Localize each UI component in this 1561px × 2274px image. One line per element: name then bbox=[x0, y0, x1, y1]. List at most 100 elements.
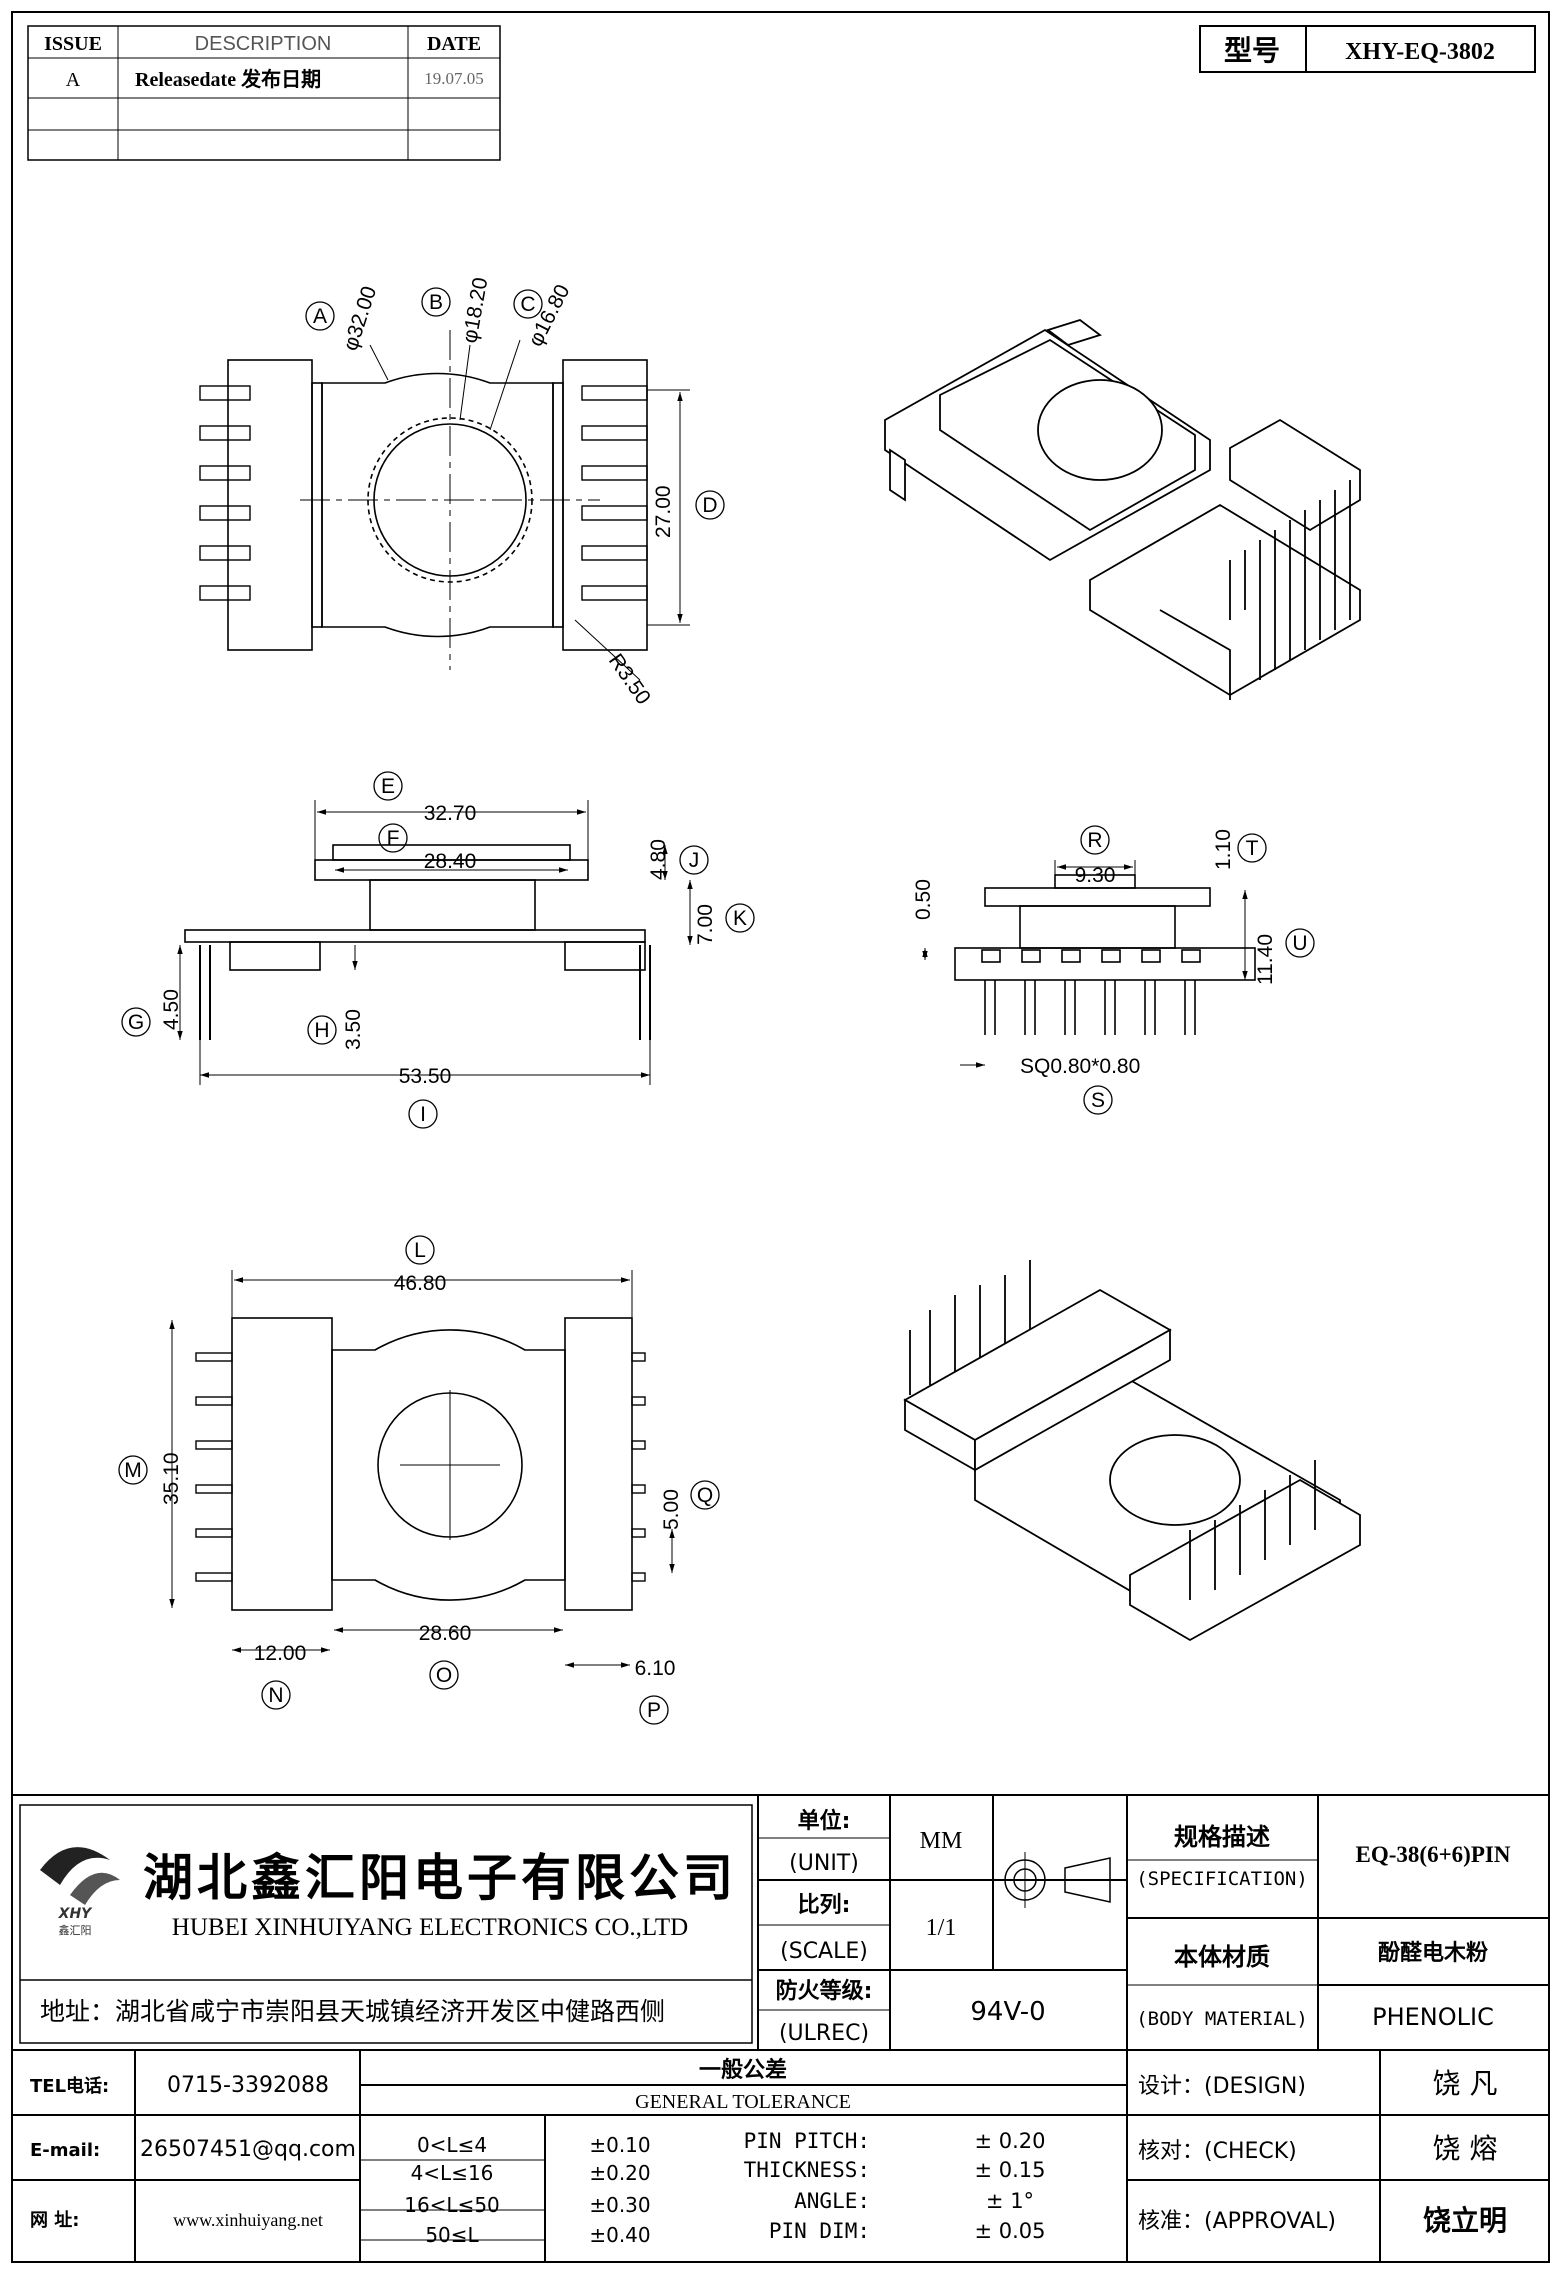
callout-c: C bbox=[520, 293, 535, 316]
logo-sub: 鑫汇阳 bbox=[59, 1923, 92, 1937]
scale-value: 1/1 bbox=[926, 1915, 957, 1941]
callout-k: K bbox=[733, 907, 747, 930]
model-value: XHY-EQ-3802 bbox=[1345, 39, 1495, 65]
tol-range-2: 4<L≤16 bbox=[411, 2161, 494, 2185]
tol-value-3: ±0.30 bbox=[589, 2193, 650, 2217]
scale-en: (SCALE) bbox=[780, 1939, 868, 1964]
material-value-en: PHENOLIC bbox=[1372, 2003, 1494, 2031]
tolerance-title-cn: 一般公差 bbox=[699, 2057, 787, 2083]
tol-value-1: ±0.10 bbox=[589, 2133, 650, 2157]
dim-k: 7.00 bbox=[694, 904, 717, 945]
dim-l: 46.80 bbox=[394, 1272, 447, 1295]
company-name-en: HUBEI XINHUIYANG ELECTRONICS CO.,LTD bbox=[172, 1914, 688, 1941]
revision-table: ISSUE DESCRIPTION DATE A Releasedate 发布日… bbox=[27, 25, 501, 161]
callout-u: U bbox=[1292, 932, 1307, 955]
scale-cn: 比列: bbox=[798, 1893, 851, 1918]
iso-view-top bbox=[884, 319, 1361, 700]
design-label: 设计：(DESIGN) bbox=[1138, 2074, 1306, 2099]
tol-range-4: 50≤L bbox=[425, 2223, 479, 2247]
side-view bbox=[922, 860, 1256, 1068]
email-value: 26507451@qq.com bbox=[140, 2137, 356, 2162]
rev-header-issue: ISSUE bbox=[44, 33, 102, 55]
tolerance-title-en: GENERAL TOLERANCE bbox=[635, 2091, 851, 2113]
ulrec-en: (ULREC) bbox=[779, 2021, 869, 2046]
callout-m: M bbox=[124, 1459, 142, 1482]
title-block-text: 湖北鑫汇阳电子有限公司 HUBEI XINHUIYANG ELECTRONICS… bbox=[30, 1808, 1511, 2247]
dim-a: φ32.00 bbox=[339, 284, 381, 354]
tel-label: TEL电话: bbox=[30, 2075, 109, 2097]
tol-item-label-1: PIN PITCH: bbox=[744, 2129, 870, 2153]
dim-o: 28.60 bbox=[419, 1622, 472, 1645]
tol-item-label-3: ANGLE: bbox=[794, 2189, 870, 2213]
spec-en: (SPECIFICATION) bbox=[1136, 1868, 1308, 1890]
spec-cn: 规格描述 bbox=[1174, 1823, 1270, 1851]
tol-value-4: ±0.40 bbox=[589, 2223, 650, 2247]
tol-value-2: ±0.20 bbox=[589, 2161, 650, 2185]
rev-header-description: DESCRIPTION bbox=[195, 33, 332, 55]
approval-value: 饶立明 bbox=[1423, 2204, 1507, 2237]
model-label: 型号 bbox=[1224, 34, 1280, 67]
tol-item-label-4: PIN DIM: bbox=[769, 2219, 870, 2243]
projection-symbol bbox=[995, 1852, 1111, 1908]
callout-a: A bbox=[313, 305, 327, 328]
dim-f: 28.40 bbox=[424, 850, 477, 873]
callout-o: O bbox=[436, 1664, 452, 1687]
callout-r: R bbox=[1087, 829, 1102, 852]
top-view bbox=[199, 330, 690, 681]
dim-r2: 9.30 bbox=[1075, 864, 1116, 887]
callout-n: N bbox=[268, 1684, 283, 1707]
front-view-labels: 32.70 28.40 4.50 3.50 53.50 4.80 7.00 E … bbox=[121, 771, 755, 1129]
ulrec-value: 94V-0 bbox=[970, 1997, 1045, 2027]
title-block bbox=[12, 1794, 1549, 2262]
callout-s: S bbox=[1091, 1089, 1105, 1112]
approval-label: 核准：(APPROVAL) bbox=[1138, 2209, 1336, 2234]
side-view-labels: 9.30 1.10 11.40 0.50 SQ0.80*0.80 R S T U bbox=[912, 825, 1315, 1115]
spec-value: EQ-38(6+6)PIN bbox=[1356, 1842, 1511, 1867]
check-value: 饶 熔 bbox=[1433, 2132, 1498, 2165]
dim-e: 32.70 bbox=[424, 802, 477, 825]
dim-d: 27.00 bbox=[652, 485, 675, 538]
tol-range-1: 0<L≤4 bbox=[417, 2133, 487, 2157]
bottom-view bbox=[169, 1270, 675, 1668]
unit-value: MM bbox=[920, 1828, 963, 1854]
material-en: (BODY MATERIAL) bbox=[1136, 2008, 1308, 2030]
email-label: E-mail: bbox=[30, 2140, 100, 2161]
callout-p: P bbox=[647, 1699, 661, 1722]
material-value-cn: 酚醛电木粉 bbox=[1378, 1941, 1488, 1966]
dim-s: SQ0.80*0.80 bbox=[1020, 1055, 1140, 1078]
tol-item-value-2: ± 0.15 bbox=[974, 2158, 1045, 2182]
company-name-cn: 湖北鑫汇阳电子有限公司 bbox=[143, 1850, 737, 1906]
rev-row-description: Releasedate 发布日期 bbox=[135, 67, 321, 91]
tol-range-3: 16<L≤50 bbox=[404, 2193, 500, 2217]
model-box: 型号 XHY-EQ-3802 bbox=[1199, 25, 1536, 73]
callout-f: F bbox=[387, 827, 400, 850]
rev-row-issue: A bbox=[66, 69, 81, 91]
company-logo: XHY 鑫汇阳 bbox=[40, 1847, 120, 1937]
logo-text: XHY bbox=[58, 1906, 94, 1922]
dim-m: 35.10 bbox=[160, 1452, 183, 1505]
dim-n: 12.00 bbox=[254, 1642, 307, 1665]
web-label: 网 址: bbox=[30, 2210, 79, 2231]
callout-l: L bbox=[414, 1239, 426, 1262]
rev-header-date: DATE bbox=[427, 33, 481, 55]
web-value: www.xinhuiyang.net bbox=[173, 2210, 323, 2230]
iso-view-bottom bbox=[903, 1260, 1361, 1642]
rev-row-date: 19.07.05 bbox=[424, 69, 484, 88]
dim-t: 1.10 bbox=[1212, 829, 1235, 870]
callout-g: G bbox=[128, 1011, 144, 1034]
tol-item-value-4: ± 0.05 bbox=[974, 2219, 1045, 2243]
dim-j: 4.80 bbox=[647, 839, 670, 880]
tol-item-value-1: ± 0.20 bbox=[974, 2129, 1045, 2153]
callout-j: J bbox=[689, 849, 700, 872]
tel-value: 0715-3392088 bbox=[167, 2073, 329, 2098]
tol-item-value-3: ± 1° bbox=[986, 2189, 1034, 2213]
callout-q: Q bbox=[697, 1484, 713, 1507]
dim-r: R3.50 bbox=[604, 650, 655, 709]
sheet-border bbox=[11, 11, 1550, 2263]
material-cn: 本体材质 bbox=[1174, 1943, 1270, 1971]
callout-d: D bbox=[702, 494, 717, 517]
callout-t: T bbox=[1246, 837, 1259, 860]
dim-g: 4.50 bbox=[160, 989, 183, 1030]
dim-b: φ18.20 bbox=[458, 276, 492, 345]
